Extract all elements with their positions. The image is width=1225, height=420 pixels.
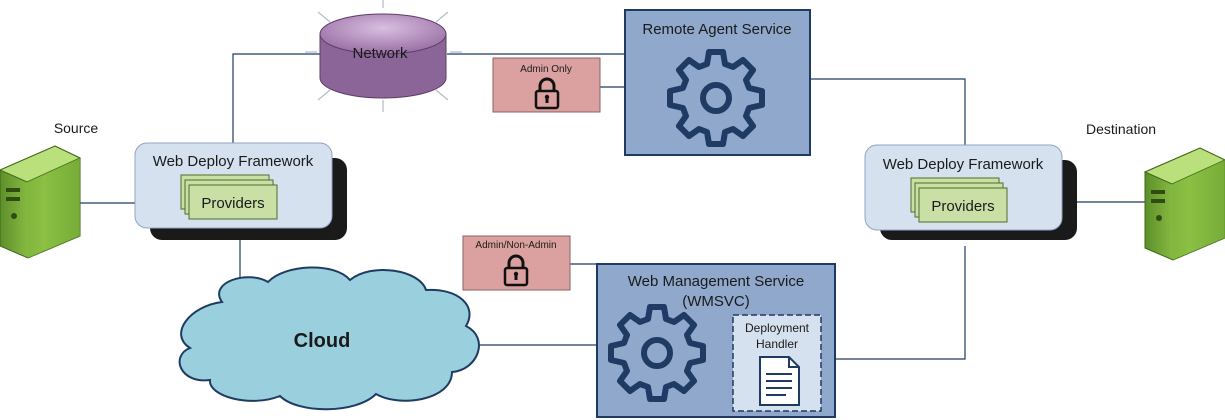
wmsvc-subtitle: (WMSVC) xyxy=(682,293,750,310)
line-remote-agent-framework xyxy=(810,78,966,145)
admin-non-admin-badge: Admin/Non-Admin xyxy=(462,235,571,291)
providers-right-label: Providers xyxy=(931,198,994,215)
network-disk-icon: Network xyxy=(305,0,462,112)
remote-agent-service: Remote Agent Service xyxy=(624,9,811,156)
line-wmsvc-framework xyxy=(835,246,966,360)
admin-non-admin-label: Admin/Non-Admin xyxy=(475,240,556,251)
admin-only-label: Admin Only xyxy=(520,64,572,75)
server-icon xyxy=(1143,147,1225,261)
remote-agent-title: Remote Agent Service xyxy=(642,21,791,38)
cloud-label: Cloud xyxy=(294,330,351,352)
deployment-handler: Deployment Handler xyxy=(732,314,822,412)
document-icon xyxy=(759,356,800,406)
web-deploy-framework-right: Web Deploy Framework Providers xyxy=(864,144,1077,240)
admin-only-badge: Admin Only xyxy=(492,57,601,113)
deployment-handler-line1: Deployment xyxy=(745,321,810,335)
server-icon xyxy=(0,145,82,259)
web-management-service: Web Management Service (WMSVC) Deploymen… xyxy=(596,263,836,418)
framework-left-title: Web Deploy Framework xyxy=(153,153,314,170)
connector-lines xyxy=(80,53,1145,360)
wmsvc-title: Web Management Service xyxy=(628,273,804,290)
providers-right: Providers xyxy=(910,177,1008,223)
source-label: Source xyxy=(54,120,99,136)
web-deploy-framework-left: Web Deploy Framework Providers xyxy=(134,142,347,240)
providers-left-label: Providers xyxy=(201,195,264,212)
cloud-icon: Cloud xyxy=(178,266,480,411)
providers-left: Providers xyxy=(180,174,278,220)
line-framework-network xyxy=(232,53,320,143)
framework-right-title: Web Deploy Framework xyxy=(883,156,1044,173)
network-label: Network xyxy=(352,45,408,62)
destination-label: Destination xyxy=(1086,121,1156,137)
deployment-handler-line2: Handler xyxy=(756,337,798,351)
